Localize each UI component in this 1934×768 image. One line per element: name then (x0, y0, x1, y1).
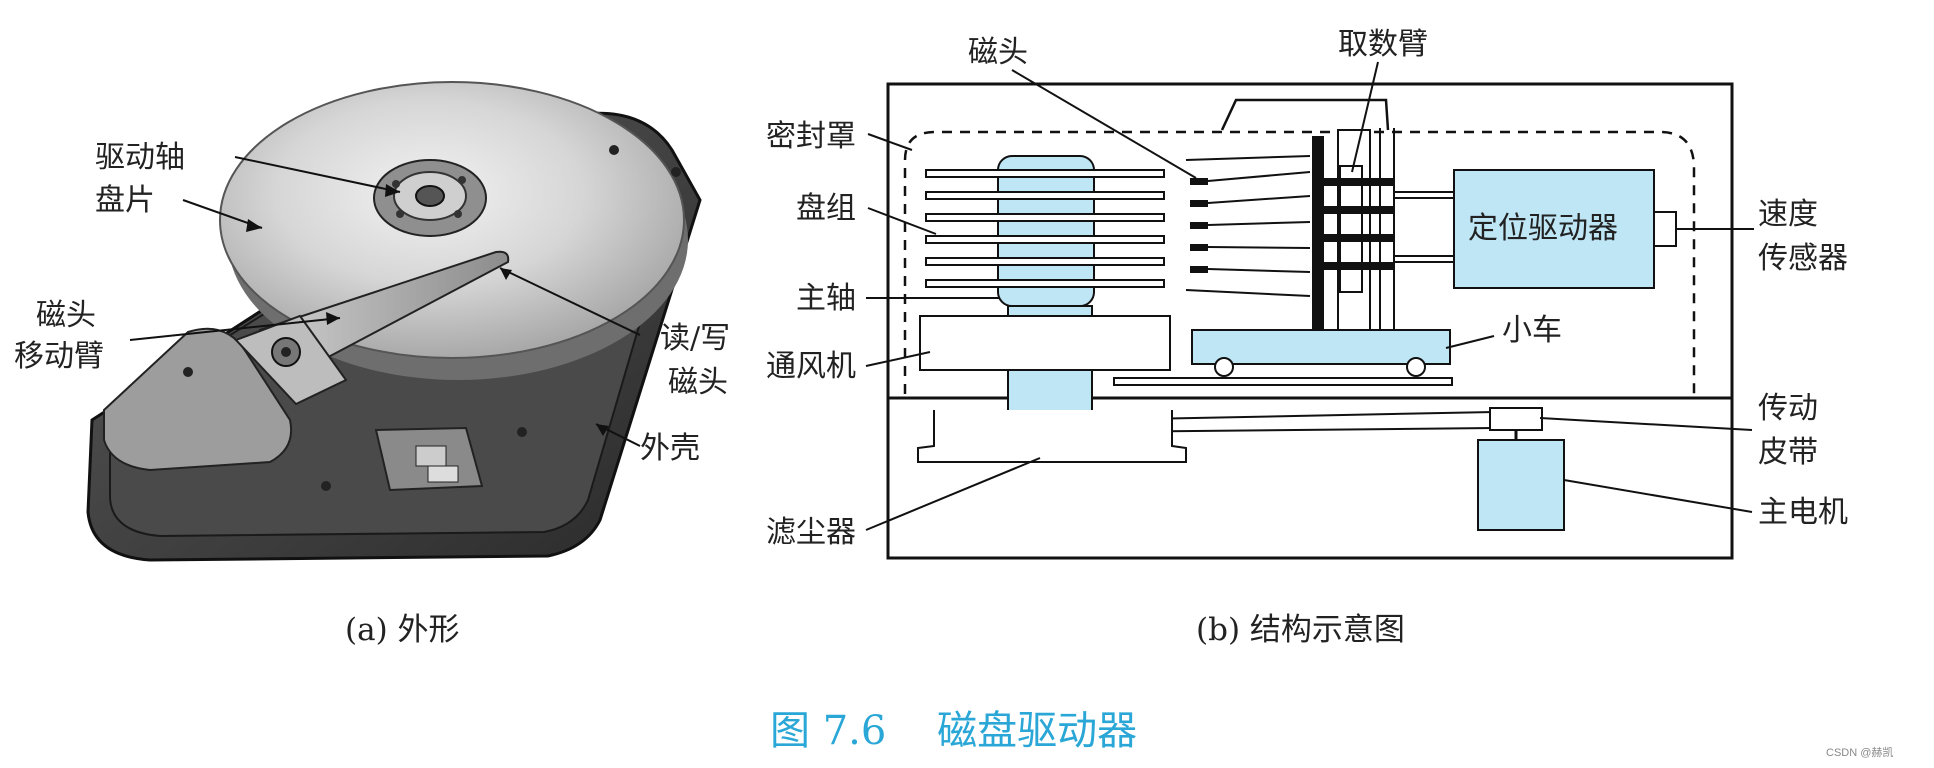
label-platter: 盘片 (95, 183, 155, 218)
heads (1190, 178, 1208, 273)
label-belt-line2: 皮带 (1758, 435, 1818, 470)
label-motor: 主电机 (1758, 495, 1848, 530)
right-leader-lines (865, 61, 1754, 531)
comb-teeth (1324, 178, 1394, 270)
belt-pulley (1489, 407, 1543, 431)
label-drive-shaft: 驱动轴 (95, 140, 185, 175)
left-arrowheads (246, 184, 609, 436)
motor (1477, 439, 1565, 531)
filter (917, 410, 1187, 463)
label-head-arm-line1: 磁头 (36, 298, 96, 333)
seal-cover (903, 130, 1696, 394)
connector-chip (415, 445, 447, 467)
actuator-base (103, 327, 292, 472)
caption-a: (a) 外形 (345, 612, 460, 648)
positioner (1453, 169, 1655, 289)
label-rw-head-line2: 磁头 (668, 365, 728, 400)
label-head: 磁头 (968, 35, 1028, 70)
head-arms (1185, 155, 1311, 297)
connector-chip (427, 465, 459, 483)
label-access-arm: 取数臂 (1338, 27, 1428, 62)
structure-schematic (886, 82, 1734, 560)
label-speed-sensor-line1: 速度 (1758, 197, 1818, 232)
label-filter: 滤尘器 (766, 515, 856, 550)
label-spindle: 主轴 (796, 281, 856, 316)
hub-screw (396, 210, 404, 218)
label-positioner: 定位驱动器 (1468, 211, 1618, 246)
label-rw-head-line1: 读/写 (660, 321, 730, 356)
label-seal-cover: 密封罩 (766, 119, 856, 154)
hub-inner (415, 185, 445, 207)
label-head-arm-line2: 移动臂 (14, 339, 104, 374)
caption-b: (b) 结构示意图 (1196, 612, 1405, 648)
case-screw (321, 481, 331, 491)
case-screw (609, 145, 619, 155)
disk-pack (925, 169, 1165, 288)
hdd-illustration (86, 81, 702, 562)
rail (1113, 377, 1453, 386)
hub-screw (454, 210, 462, 218)
carriage-wheel (1214, 357, 1234, 377)
cable (1220, 98, 1390, 131)
fan (919, 315, 1171, 371)
label-fan: 通风机 (766, 349, 856, 384)
hub-screw (458, 176, 466, 184)
hub-screw (392, 180, 400, 188)
carriage (1191, 329, 1451, 365)
label-belt-line1: 传动 (1758, 391, 1818, 426)
positioner-rods (1394, 191, 1454, 263)
pivot-center (281, 347, 291, 357)
case-screw (517, 427, 527, 437)
label-case: 外壳 (640, 431, 700, 466)
carriage-wheel (1406, 357, 1426, 377)
label-carriage: 小车 (1502, 313, 1562, 348)
figure-title: 图 7.6 磁盘驱动器 (770, 708, 1137, 754)
speed-sensor-box (1653, 211, 1677, 247)
label-disk-pack: 盘组 (796, 191, 856, 226)
label-speed-sensor-line2: 传感器 (1758, 241, 1848, 276)
watermark: CSDN @赫凯 (1826, 746, 1893, 759)
left-leader-lines (129, 156, 641, 447)
case-screw (671, 167, 681, 177)
access-arm-inner (1339, 165, 1363, 293)
housing (886, 82, 1734, 560)
access-arm-bar (1312, 136, 1324, 330)
case-screw (183, 367, 193, 377)
